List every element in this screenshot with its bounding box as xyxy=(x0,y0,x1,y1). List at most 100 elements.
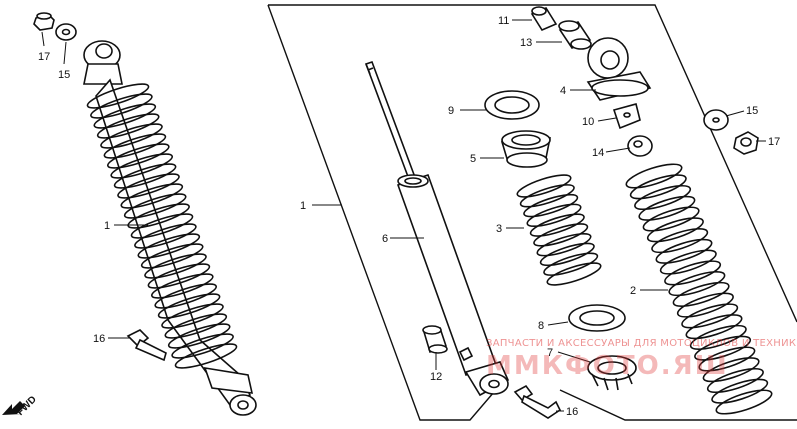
callout-labels: 17 15 1 16 1 11 13 4 9 10 5 14 15 17 6 3… xyxy=(38,15,780,418)
callout-17-left: 17 xyxy=(38,51,50,63)
leader-lines xyxy=(41,19,766,412)
spring-coil xyxy=(638,195,696,221)
washer-right xyxy=(703,109,729,131)
spring-coil xyxy=(536,232,592,257)
upper-mount-4 xyxy=(586,37,652,101)
callout-5: 5 xyxy=(470,153,476,165)
callout-15-left: 15 xyxy=(58,69,70,81)
spring-coil xyxy=(519,184,575,208)
spring-coil xyxy=(546,262,602,286)
spring-coil xyxy=(651,228,709,254)
spring-coil xyxy=(672,281,730,307)
spring-coil xyxy=(140,243,204,269)
callout-6: 6 xyxy=(382,233,388,245)
callout-2: 2 xyxy=(630,285,636,297)
callout-4: 4 xyxy=(560,85,566,97)
spring-coil xyxy=(629,174,687,200)
spring-coil xyxy=(103,133,167,159)
ring-9 xyxy=(484,90,540,120)
callout-15-right: 15 xyxy=(746,105,758,117)
spring-coil xyxy=(702,357,760,383)
callout-16-right: 16 xyxy=(566,406,578,418)
bushing-12 xyxy=(422,325,448,354)
spring-coil xyxy=(174,343,238,369)
spring-coil xyxy=(161,303,224,329)
spring-coil xyxy=(154,283,218,309)
spring-coil xyxy=(533,223,589,247)
spring-coil xyxy=(137,233,201,259)
spring-coil xyxy=(698,346,756,372)
spring-coil xyxy=(164,313,228,339)
callout-10: 10 xyxy=(582,116,594,128)
spring-coil xyxy=(150,273,214,299)
fwd-label: FWD xyxy=(15,394,39,418)
left-spring-coils xyxy=(86,83,238,369)
adjuster-7 xyxy=(587,355,637,391)
callout-8: 8 xyxy=(538,320,544,332)
exploded-view-frame xyxy=(267,4,797,421)
nut-right xyxy=(733,131,759,155)
spring-coil xyxy=(715,389,773,415)
spring-coil xyxy=(120,183,184,209)
spring-coil xyxy=(711,378,769,404)
spring-coil xyxy=(516,174,572,198)
fwd-direction-indicator: FWD xyxy=(2,394,39,418)
callout-13: 13 xyxy=(520,37,532,49)
spring-coil xyxy=(93,103,157,129)
washer-left xyxy=(55,23,77,41)
damper-unit xyxy=(364,60,510,397)
spring-coil xyxy=(113,163,177,189)
spring-coil xyxy=(646,217,704,243)
spring-coil xyxy=(625,163,683,189)
collar-11 xyxy=(530,6,558,32)
spring-coil xyxy=(664,260,722,286)
spring-coil xyxy=(685,314,743,340)
spring-coil xyxy=(529,213,585,237)
bushing-13 xyxy=(558,20,592,50)
spring-coil xyxy=(123,193,187,219)
spring-coil xyxy=(110,153,174,179)
spring-coil xyxy=(96,113,160,139)
spring-coil xyxy=(106,143,170,169)
spring-coil xyxy=(668,271,726,297)
spring-coil xyxy=(642,206,700,232)
callout-12: 12 xyxy=(430,371,442,383)
callout-16-left: 16 xyxy=(93,333,105,345)
bolt-right xyxy=(513,384,562,419)
spring-coil xyxy=(634,184,692,211)
spring-coil xyxy=(86,83,150,109)
inner-spring-3 xyxy=(516,174,602,286)
callout-1-left: 1 xyxy=(104,220,110,232)
spring-coil xyxy=(526,203,582,228)
spring-coil xyxy=(167,323,231,349)
spring-coil xyxy=(147,263,211,289)
callout-17-right: 17 xyxy=(768,136,780,148)
spring-coil xyxy=(689,324,747,350)
spring-coil xyxy=(100,123,163,149)
spring-coil xyxy=(130,213,194,239)
fwd-arrow-icon xyxy=(2,401,25,415)
spring-coil xyxy=(543,252,599,276)
assembled-shock-absorber xyxy=(83,40,257,416)
watermark-caption: ЗАПЧАСТИ И АКСЕССУАРЫ ДЛЯ МОТОЦИКЛОВ И Т… xyxy=(486,338,797,349)
spring-coil xyxy=(676,292,734,318)
callout-3: 3 xyxy=(496,223,502,235)
spring-coil xyxy=(90,93,153,119)
spring-coil xyxy=(694,335,752,361)
spring-coil xyxy=(117,173,180,199)
callout-9: 9 xyxy=(448,105,454,117)
spring-coil xyxy=(655,238,713,264)
spring-coil xyxy=(157,293,221,319)
rubber-14 xyxy=(627,135,653,157)
callout-11: 11 xyxy=(498,15,509,27)
spring-seat-8 xyxy=(568,304,626,332)
spring-coil xyxy=(127,203,190,229)
spring-coil xyxy=(706,367,764,394)
nut-left xyxy=(33,12,55,31)
callout-14: 14 xyxy=(592,147,604,159)
main-spring-2 xyxy=(625,163,773,415)
watermark: ЗАПЧАСТИ И АКСЕССУАРЫ ДЛЯ МОТОЦИКЛОВ И Т… xyxy=(486,338,797,381)
spring-coil xyxy=(134,223,197,249)
callout-1-main: 1 xyxy=(300,200,306,212)
spring-coil xyxy=(659,249,717,275)
